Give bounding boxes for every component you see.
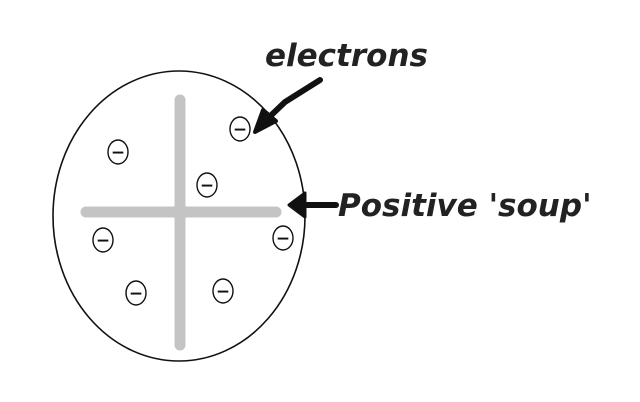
- electron: −: [107, 139, 129, 165]
- electron-sign: −: [129, 284, 143, 304]
- electron-sign: −: [200, 176, 214, 196]
- electron: −: [212, 278, 234, 304]
- electron: −: [125, 280, 147, 306]
- electron-sign: −: [96, 231, 110, 251]
- electron: −: [229, 116, 251, 142]
- positive-soup-label: Positive 'soup': [338, 188, 592, 224]
- electron: −: [272, 225, 294, 251]
- electron-sign: −: [233, 120, 247, 140]
- electrons-arrow: [253, 77, 323, 134]
- electron: −: [92, 227, 114, 253]
- electron-sign: −: [216, 282, 230, 302]
- electrons-label: electrons: [265, 38, 428, 74]
- electron: −: [196, 172, 218, 198]
- electron-sign: −: [111, 143, 125, 163]
- positive-soup-arrow: [287, 191, 339, 219]
- electron-sign: −: [276, 229, 290, 249]
